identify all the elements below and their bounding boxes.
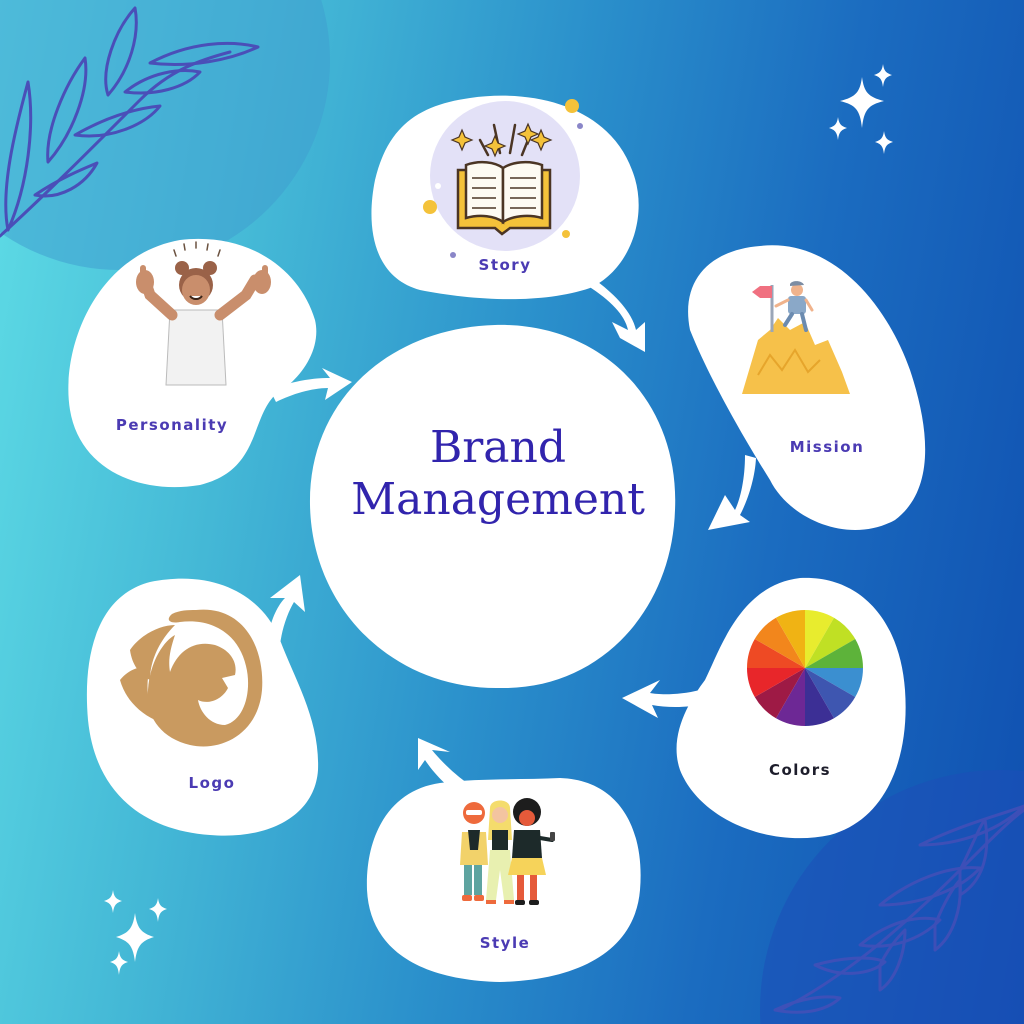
color-wheel-segment — [805, 668, 863, 697]
title-line-1: Brand — [429, 422, 567, 473]
title-line-2: Management — [351, 474, 645, 525]
thumbs-up-person-icon — [136, 241, 271, 386]
three-women-fashion-icon — [460, 798, 555, 905]
color-wheel-icon — [747, 610, 863, 726]
node-label-story[interactable]: Story — [478, 256, 532, 274]
style-arrow — [418, 738, 470, 795]
color-wheel-segment — [747, 668, 805, 697]
color-wheel-segment — [805, 617, 856, 668]
colors-arrow — [622, 680, 705, 718]
node-label-mission[interactable]: Mission — [789, 438, 865, 456]
open-book-icon — [423, 99, 583, 258]
node-label-logo[interactable]: Logo — [188, 774, 236, 792]
color-wheel-segment — [754, 617, 805, 668]
color-wheel-segment — [754, 668, 805, 719]
logo-arrow — [268, 575, 305, 645]
color-wheel-segment — [776, 668, 805, 726]
color-wheel-segment — [747, 639, 805, 668]
mountain-climber-flag-icon — [742, 281, 850, 394]
center-node-bubble — [309, 324, 676, 689]
node-label-style[interactable]: Style — [479, 934, 531, 952]
center-title: Brand Management — [351, 422, 645, 526]
story-arrow — [588, 282, 645, 352]
color-wheel-segment — [805, 610, 834, 668]
color-wheel-segment — [805, 668, 856, 719]
color-wheel-segment — [805, 668, 834, 726]
node-label-colors[interactable]: Colors — [768, 761, 832, 779]
color-wheel-segment — [805, 639, 863, 668]
mission-arrow — [708, 455, 756, 530]
node-label-personality[interactable]: Personality — [115, 416, 229, 434]
personality-arrow — [270, 368, 352, 402]
lion-emblem-icon — [120, 609, 263, 747]
color-wheel-segment — [776, 610, 805, 668]
